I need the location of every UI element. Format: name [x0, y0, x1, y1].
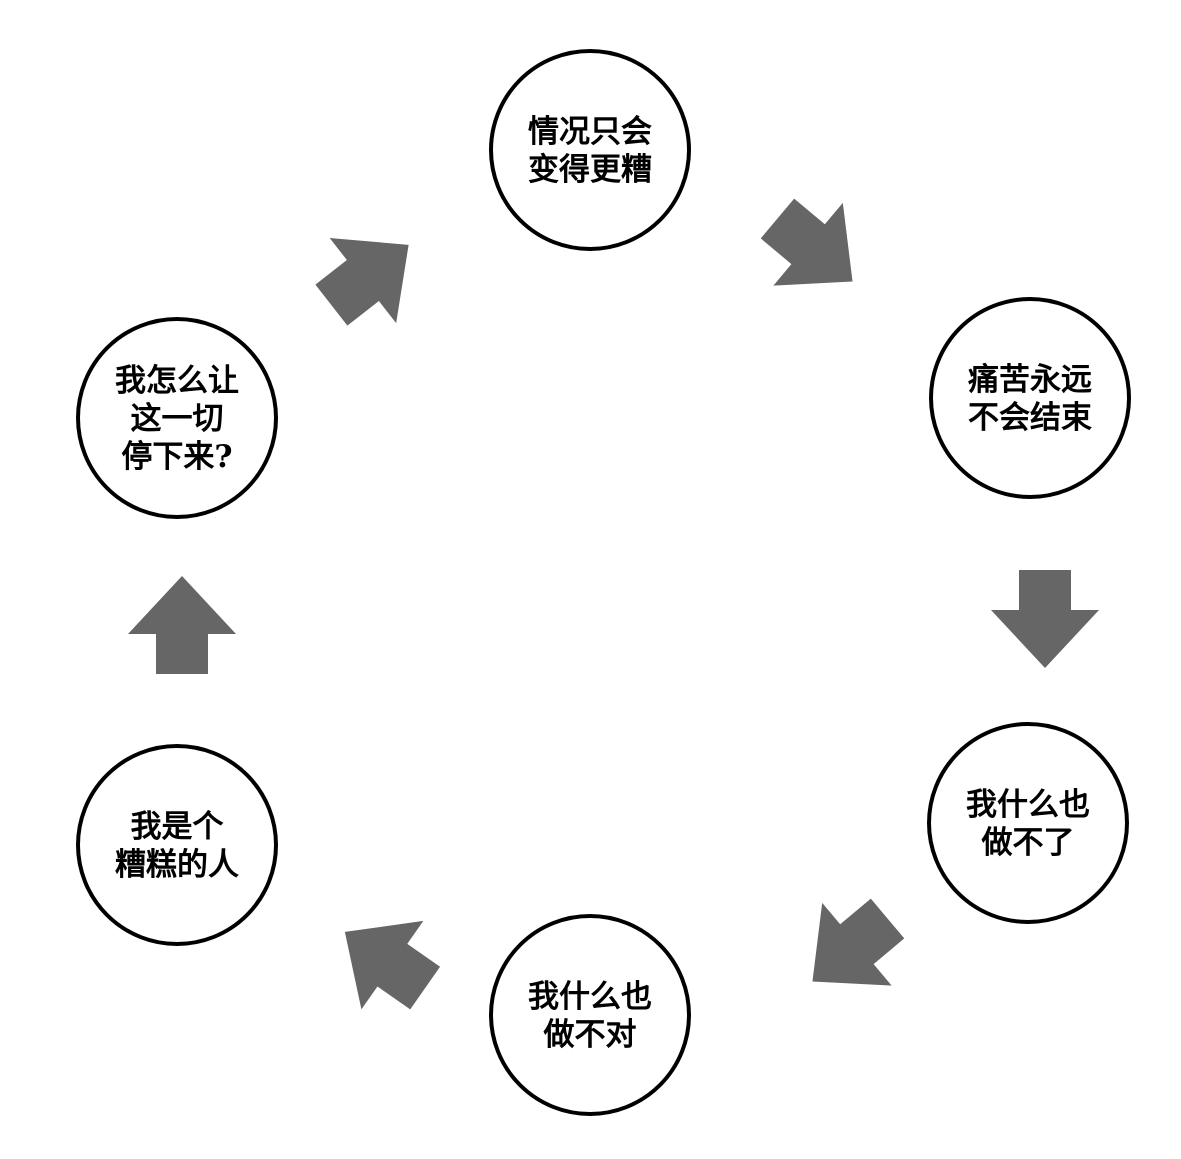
- flow-arrow-icon: [315, 237, 409, 326]
- node-circle: [927, 722, 1129, 924]
- node-circle: [929, 297, 1131, 499]
- node-label-line: 我什么也: [966, 787, 1090, 823]
- node-label-line: 不会结束: [968, 400, 1092, 436]
- node-label-line: 我怎么让: [115, 363, 239, 399]
- node-label-line: 我什么也: [528, 979, 652, 1015]
- node-label-line: 糟糕的人: [115, 847, 239, 883]
- node-label-line: 做不了: [981, 825, 1075, 861]
- node-circle: [76, 317, 278, 519]
- node-label-line: 痛苦永远: [968, 362, 1092, 398]
- node-circle: [489, 914, 691, 1116]
- node-label-line: 这一切: [131, 401, 224, 437]
- node-label-line: 变得更糟: [528, 152, 652, 188]
- node-label-line: 停下来?: [121, 439, 232, 475]
- flow-arrow-icon: [812, 898, 905, 986]
- node-label-line: 做不对: [543, 1017, 637, 1053]
- flow-arrow-icon: [991, 570, 1099, 668]
- flow-arrow-icon: [760, 198, 853, 286]
- flow-arrow-icon: [344, 920, 441, 1010]
- node-circle: [76, 744, 278, 946]
- node-circle: [489, 49, 691, 251]
- node-label-line: 情况只会: [528, 114, 652, 150]
- node-label-line: 我是个: [131, 809, 224, 845]
- flow-arrow-icon: [128, 576, 236, 674]
